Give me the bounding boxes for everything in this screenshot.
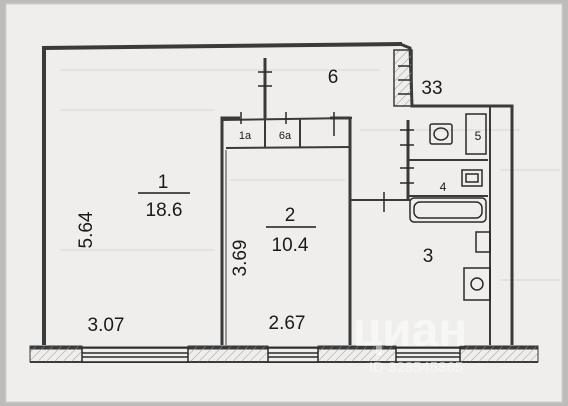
toilet-icon bbox=[429, 123, 453, 145]
wall-closet-bottom bbox=[225, 146, 351, 149]
fixtures bbox=[409, 113, 491, 301]
room-6-number: 6 bbox=[328, 67, 339, 88]
door-marks bbox=[240, 65, 414, 212]
stove-icon bbox=[463, 267, 491, 301]
room-1a-number: 1a bbox=[239, 130, 252, 142]
wall-top-right bbox=[399, 42, 514, 345]
dimension-room2-height: 3.69 bbox=[230, 240, 251, 277]
washbasin-icon bbox=[461, 169, 483, 187]
watermark-brand: циан bbox=[353, 304, 468, 357]
dimension-room1-width: 3.07 bbox=[88, 315, 125, 336]
bathtub-icon bbox=[409, 197, 487, 223]
wall-mass-bottom-left bbox=[29, 345, 83, 363]
room-2-number: 2 bbox=[285, 205, 296, 226]
room-2-area: 10.4 bbox=[272, 235, 309, 256]
dimension-wall-thickness: 33 bbox=[421, 78, 442, 99]
wall-mass-bottom-mid1 bbox=[187, 345, 269, 363]
room-4-number: 4 bbox=[440, 180, 447, 194]
wall-mass-right bbox=[393, 49, 413, 107]
sink-icon bbox=[475, 231, 491, 253]
room-5-number: 5 bbox=[475, 129, 482, 143]
wall-top bbox=[41, 42, 403, 50]
room-6a-number: 6a bbox=[279, 130, 292, 142]
wall-mass-bottom-right bbox=[459, 345, 539, 363]
windows bbox=[81, 347, 461, 363]
room-1-area: 18.6 bbox=[146, 200, 183, 221]
background-grid bbox=[60, 69, 560, 281]
window-room2 bbox=[267, 347, 319, 363]
wall-closet-top bbox=[221, 117, 353, 121]
vent-shaft bbox=[465, 113, 487, 155]
watermark-id: ID 328545865 bbox=[369, 359, 463, 376]
dimension-room1-height: 5.64 bbox=[76, 211, 97, 248]
wall-room2-left bbox=[220, 116, 240, 345]
window-kitchen bbox=[395, 347, 461, 363]
room-1-number: 1 bbox=[158, 172, 169, 193]
room-3-number: 3 bbox=[423, 246, 434, 267]
dimension-room2-width: 2.67 bbox=[269, 313, 306, 334]
window-room1 bbox=[81, 347, 189, 363]
